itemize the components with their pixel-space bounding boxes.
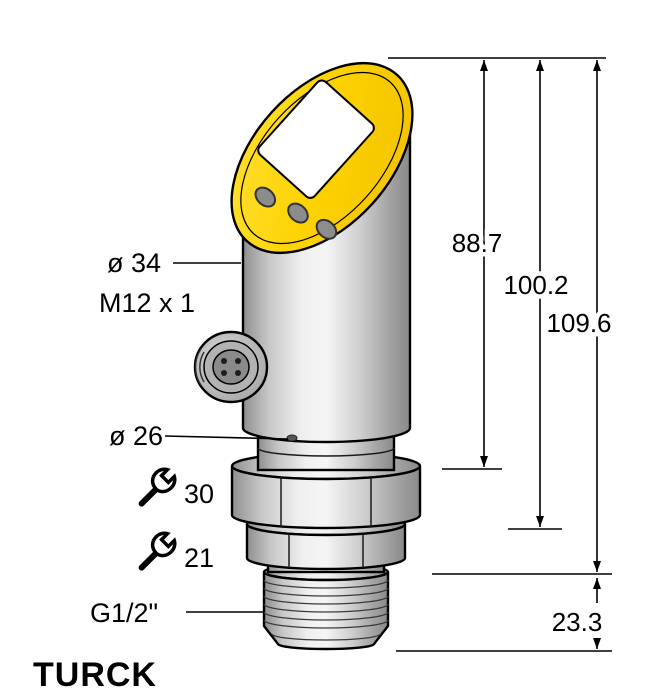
connector-thread-line [199, 351, 205, 383]
m12-connector [193, 330, 269, 404]
hex-nut-30 [230, 465, 422, 530]
display-cap [230, 61, 414, 255]
collar-band-line [257, 447, 395, 457]
label-process-thread: G1/2" [90, 598, 158, 628]
process-thread-stud [262, 571, 390, 651]
connector-pin [235, 358, 241, 364]
label-connector-thread: M12 x 1 [99, 288, 195, 318]
button-icon[interactable] [252, 184, 279, 211]
connector-pin [235, 370, 241, 376]
thread-texture [263, 579, 389, 641]
dim-value-100-2: 100.2 [503, 270, 568, 300]
label-neck-diameter: ø 26 [109, 421, 163, 451]
leader-line-dia26 [164, 435, 289, 440]
wrench-icon [142, 469, 175, 503]
dim-value-23-3: 23.3 [552, 607, 603, 637]
sensor-figure [193, 61, 422, 651]
connector-thread-line [194, 348, 202, 386]
label-wrench-size-lower: 21 [184, 543, 214, 573]
lcd-display [257, 79, 375, 199]
dim-value-109-6: 109.6 [546, 308, 611, 338]
part-labels: ø 34 M12 x 1 ø 26 30 21 G1/2" [90, 248, 289, 628]
wrench-icon [142, 533, 175, 567]
connector-face [212, 349, 250, 385]
button-icon[interactable] [313, 216, 340, 243]
brand-logo: TURCK [33, 656, 157, 694]
dimension-annotations: 88.7 100.2 109.6 23.3 [388, 57, 616, 652]
connector-pin [221, 358, 227, 364]
dim-value-88-7: 88.7 [452, 228, 503, 258]
label-wrench-size-upper: 30 [184, 479, 214, 509]
button-icon[interactable] [284, 200, 311, 227]
hex-nut-21 [245, 523, 407, 571]
vent-hole [286, 434, 298, 442]
cap-inner-rim [240, 71, 404, 245]
connector-pin [221, 370, 227, 376]
label-housing-diameter: ø 34 [107, 248, 161, 278]
